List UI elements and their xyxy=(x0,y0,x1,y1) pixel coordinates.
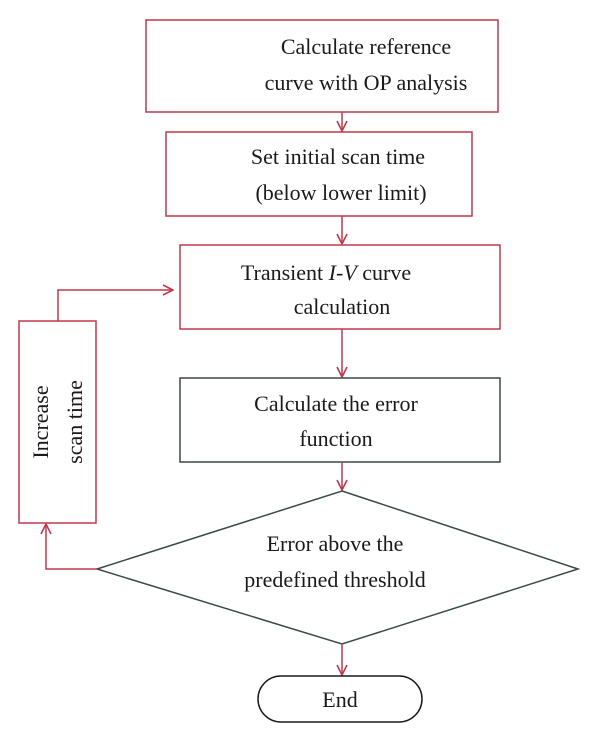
node-transient-iv-curve-line2: calculation xyxy=(294,294,391,319)
decision-line2: predefined threshold xyxy=(244,567,425,592)
node-set-initial-scan-time-box xyxy=(165,131,473,217)
node-transient-iv-curve-box xyxy=(179,244,501,330)
node-set-initial-scan-time-line2: (below lower limit) xyxy=(255,180,426,205)
node-calculate-error-function-box xyxy=(179,377,501,463)
node-transient-iv-curve-line1: Transient I-V curve xyxy=(241,260,411,285)
node-increase-scan-time: Increase scan time xyxy=(18,320,97,524)
node-set-initial-scan-time: Set initial scan time (below lower limit… xyxy=(165,131,473,217)
arrow-increase-to-transient xyxy=(57,290,173,321)
increase-line1: Increase xyxy=(28,385,53,458)
node-end: End xyxy=(257,675,423,723)
end-terminal xyxy=(257,675,423,723)
node-calculate-reference: Calculate reference curve with OP analys… xyxy=(145,19,499,113)
node-calculate-reference-line2: curve with OP analysis xyxy=(265,70,468,95)
decision-line1: Error above the xyxy=(267,531,404,556)
node-calculate-reference-box xyxy=(145,19,499,113)
node-set-initial-scan-time-line1: Set initial scan time xyxy=(251,144,425,169)
node-calculate-error-function: Calculate the error function xyxy=(179,377,501,463)
node-calculate-reference-line1: Calculate reference xyxy=(281,34,451,59)
end-label: End xyxy=(322,687,357,712)
increase-line2: scan time xyxy=(62,380,87,464)
node-decision-error-threshold: Error above the predefined threshold xyxy=(94,490,581,645)
node-calculate-error-function-line1: Calculate the error xyxy=(254,391,418,416)
arrow-decision-to-increase xyxy=(46,524,97,570)
node-transient-iv-curve: Transient I-V curve calculation xyxy=(179,244,501,330)
node-calculate-error-function-line2: function xyxy=(299,426,372,451)
node-increase-scan-time-box xyxy=(18,320,97,524)
